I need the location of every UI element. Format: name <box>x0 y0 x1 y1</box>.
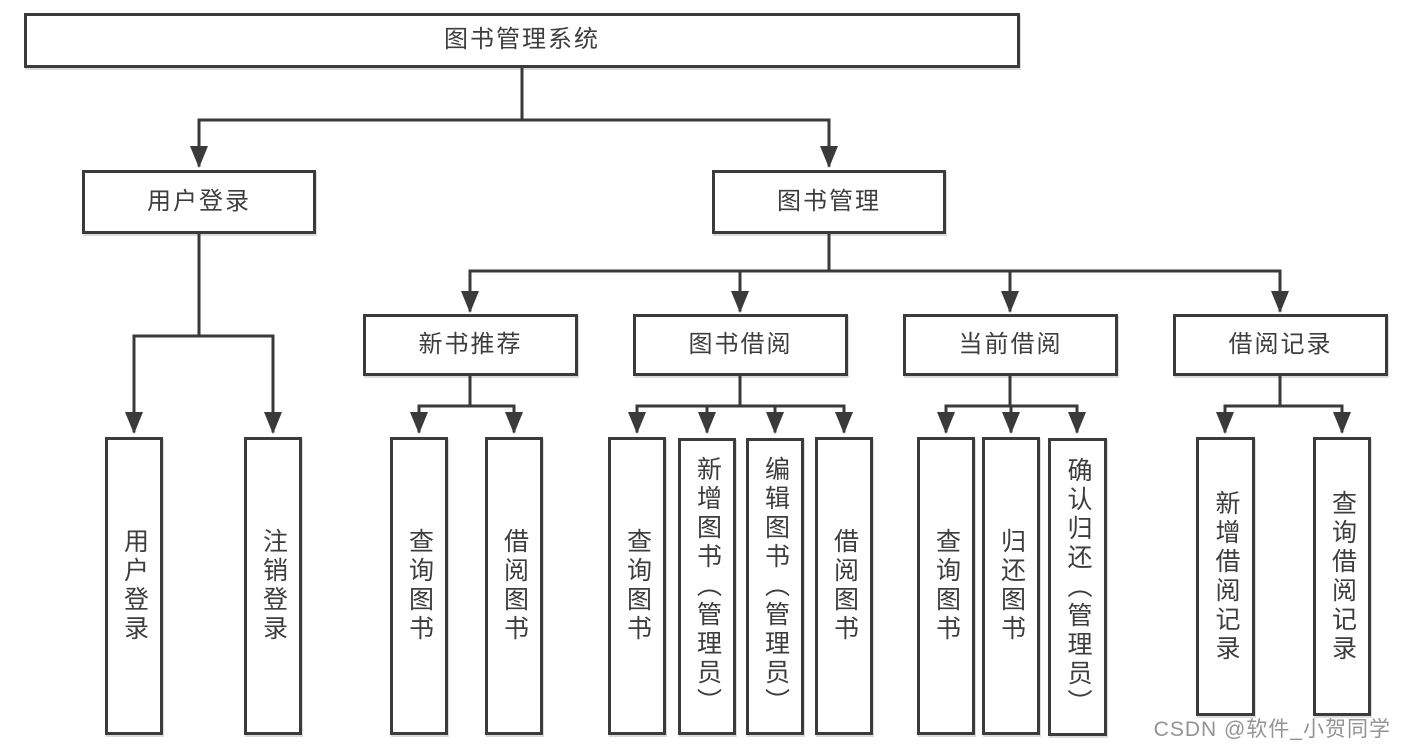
leaf-borrow-books-recommend: 借阅图书 <box>485 437 543 735</box>
leaf-logout: 注销登录 <box>244 437 302 735</box>
leaf-return-books: 归还图书 <box>982 437 1040 735</box>
leaf-search-books-current: 查询图书 <box>917 437 975 735</box>
leaf-user-login: 用户登录 <box>105 437 163 735</box>
leaf-add-book-admin: 新增图书（管理员） <box>678 438 736 735</box>
leaf-borrow-books-borrowing: 借阅图书 <box>815 437 873 735</box>
node-book-borrowing: 图书借阅 <box>633 314 848 376</box>
leaf-search-borrow-record: 查询借阅记录 <box>1313 437 1371 716</box>
node-library-management-system: 图书管理系统 <box>24 13 1020 68</box>
node-borrowing-records: 借阅记录 <box>1173 314 1388 376</box>
leaf-add-borrow-record: 新增借阅记录 <box>1196 437 1255 716</box>
node-user-login: 用户登录 <box>82 170 316 234</box>
leaf-search-books-recommend: 查询图书 <box>390 437 448 735</box>
leaf-edit-book-admin: 编辑图书（管理员） <box>746 438 804 735</box>
csdn-watermark: CSDN @软件_小贺同学 <box>1153 718 1391 741</box>
node-current-borrowing: 当前借阅 <box>903 314 1118 376</box>
leaf-search-books-borrowing: 查询图书 <box>608 437 666 735</box>
node-book-management: 图书管理 <box>712 170 946 234</box>
leaf-confirm-return-admin: 确认归还（管理员） <box>1048 438 1107 736</box>
node-new-book-recommendation: 新书推荐 <box>363 314 578 376</box>
